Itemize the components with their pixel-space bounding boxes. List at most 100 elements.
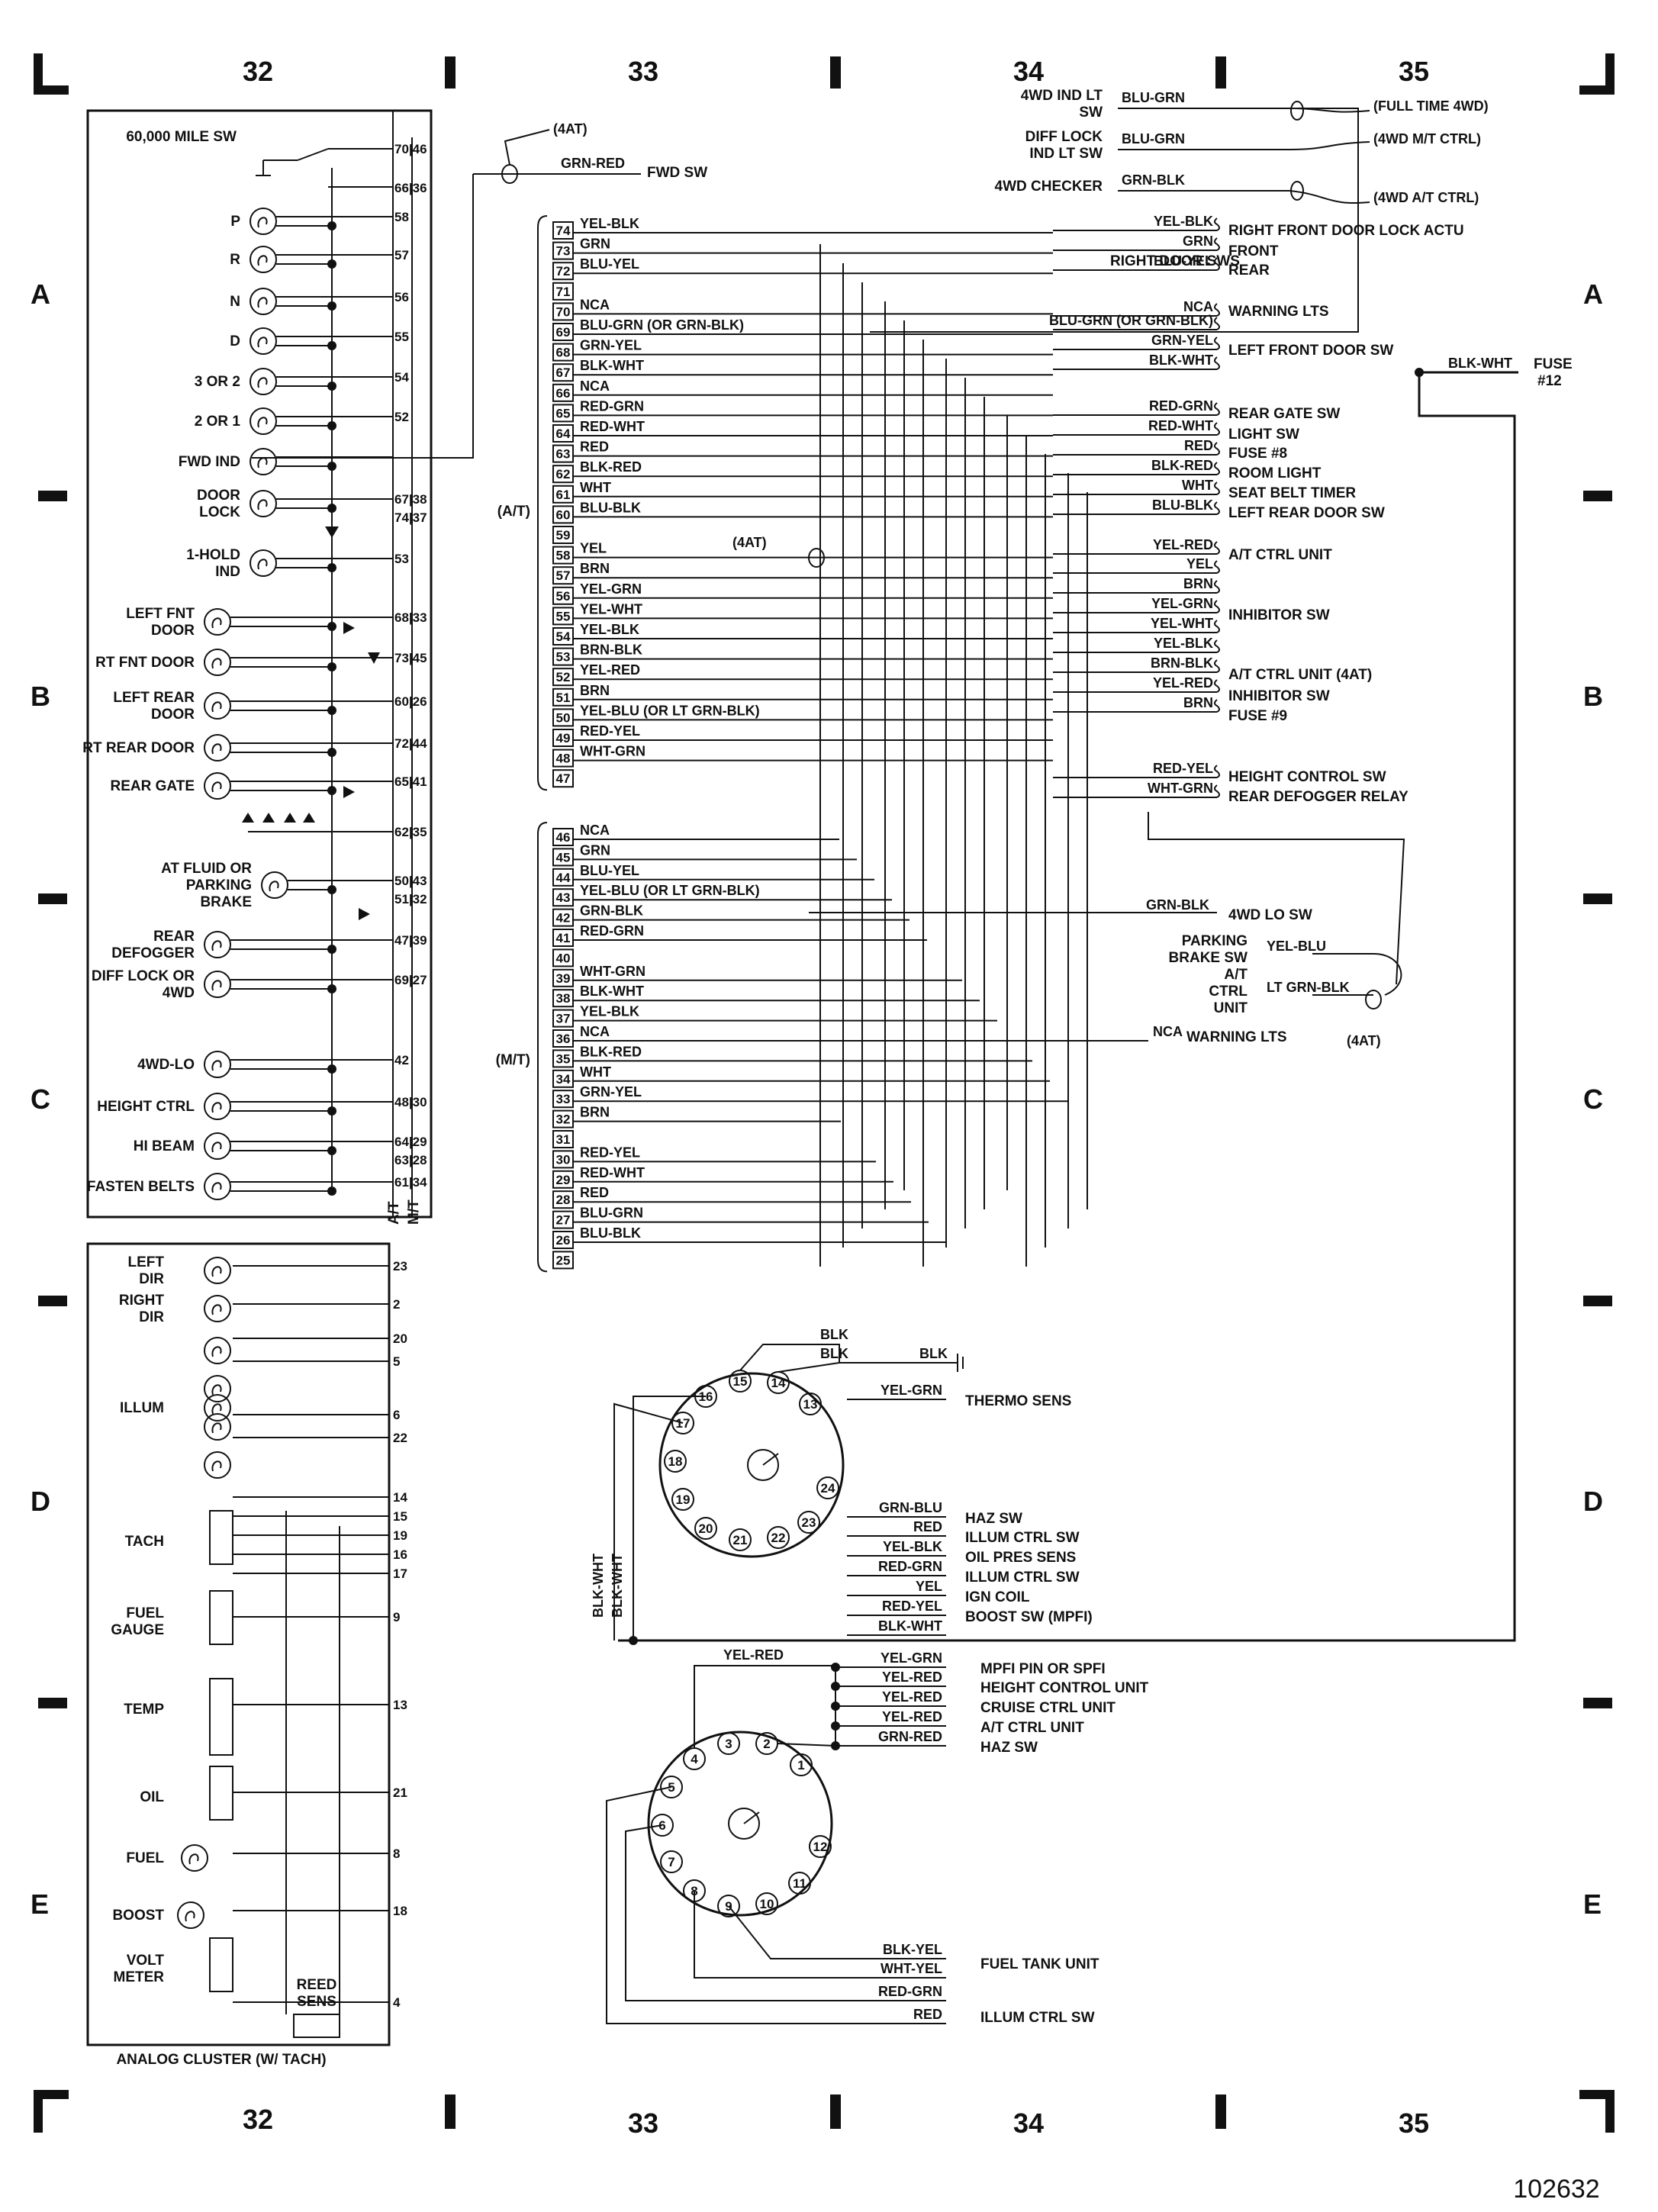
indicator-bulb-icon xyxy=(204,692,231,720)
cluster-pin: 50|43 xyxy=(394,874,427,888)
connector-a-label: ILLUM CTRL SW xyxy=(965,1530,1080,1546)
at_connector-bracket-label: (A/T) xyxy=(497,504,530,520)
junction-dot xyxy=(629,1636,638,1645)
wire-break xyxy=(1214,639,1220,653)
cluster-item-label: P xyxy=(230,214,240,230)
illum-bulb-icon-filament xyxy=(211,1422,222,1434)
connector-a-pin: 14 xyxy=(771,1376,786,1390)
right-at-label: FUSE #8 xyxy=(1228,446,1287,462)
mt-right-route xyxy=(1373,953,1402,996)
indicator-bulb-icon-filament xyxy=(211,658,222,669)
mt_connector-pin: 35 xyxy=(556,1051,571,1066)
at_connector-pin-box xyxy=(552,566,574,585)
indicator-bulb-icon-filament xyxy=(211,617,222,629)
connector-a-label: IGN COIL xyxy=(965,1589,1030,1605)
connector-b-pin: 4 xyxy=(691,1752,698,1766)
at_connector-wire-label: RED-GRN xyxy=(580,398,644,414)
at_connector-pin-box xyxy=(552,769,574,788)
cluster-pin: 68|33 xyxy=(394,610,427,625)
wire-break xyxy=(1214,257,1220,271)
wire-break xyxy=(1214,541,1220,555)
connector-a-pin: 20 xyxy=(699,1521,713,1536)
mt_connector-pin: 37 xyxy=(556,1012,571,1026)
mt-right-wire: NCA xyxy=(1153,1024,1183,1039)
indicator-bulb-icon xyxy=(250,407,277,435)
mt_connector-pin: 31 xyxy=(556,1132,571,1147)
connector-b-route xyxy=(728,1905,946,1959)
mt_connector-pin: 39 xyxy=(556,971,571,986)
at_connector-pin: 49 xyxy=(556,731,571,745)
right-at-wire: GRN xyxy=(1183,233,1213,249)
connector-a-wire: RED-YEL xyxy=(882,1599,942,1614)
connector-b-label: A/T CTRL UNIT xyxy=(980,1720,1084,1736)
connector-a-route xyxy=(613,1402,684,1640)
at_connector-pin-box xyxy=(552,465,574,484)
pin-circle xyxy=(788,1872,811,1895)
at_connector-pin-box xyxy=(552,687,574,707)
connector-a-vertical: BLK-WHT xyxy=(591,1554,606,1618)
pin-circle xyxy=(671,1488,694,1511)
cluster-item-label: RT FNT DOOR xyxy=(95,655,195,671)
pin-circle xyxy=(660,1850,683,1873)
at_connector-wire-label: GRN xyxy=(580,237,610,252)
at_connector-wire-label: RED-WHT xyxy=(580,419,645,434)
wire-break xyxy=(1214,600,1220,613)
connector-b-wire: BLK-YEL xyxy=(883,1942,942,1957)
indicator-bulb-icon-filament xyxy=(257,297,268,308)
connector-a-pin: 21 xyxy=(733,1533,748,1547)
mt_connector-pin: 25 xyxy=(556,1253,571,1267)
right-at-wire: BLK-WHT xyxy=(1149,353,1213,368)
cluster-item-label: HI BEAM xyxy=(134,1138,195,1154)
at_connector-pin: 54 xyxy=(556,629,571,644)
diode-icon xyxy=(359,908,370,920)
grid-col-34: 34 xyxy=(1013,56,1044,87)
right-at-wire: YEL-BLK xyxy=(1154,214,1213,229)
fwd-sw-wire: GRN-RED xyxy=(561,156,625,171)
grid-row-E: E xyxy=(31,1888,49,1920)
gnd-wire: BLK xyxy=(820,1327,848,1342)
connector-b-wire: WHT-YEL xyxy=(881,1961,942,1976)
cluster-bottom-pin: 17 xyxy=(393,1566,407,1581)
wire-break xyxy=(1214,501,1220,515)
at_connector-pin: 57 xyxy=(556,568,571,583)
mt_connector-wire-label: WHT xyxy=(580,1064,611,1080)
cluster-bottom-pin: 16 xyxy=(393,1547,407,1562)
connector-b-wire: RED-GRN xyxy=(878,1984,942,1999)
grid-row-E-right: E xyxy=(1583,1888,1602,1920)
gnd-wire: BLK xyxy=(820,1346,848,1361)
cluster-item-label-line: 4WD xyxy=(163,985,195,1001)
cluster-pin: 56 xyxy=(394,290,409,304)
at_connector-wire-label: BRN xyxy=(580,683,610,698)
connector-a-pin: 13 xyxy=(803,1397,818,1412)
mt-right-label: 4WD LO SW xyxy=(1228,907,1312,923)
connector-b-wire: YEL-GRN xyxy=(881,1650,942,1666)
mt-right-label-line: A/T xyxy=(1224,967,1248,983)
pin-circle xyxy=(664,1450,687,1473)
gnd-route xyxy=(777,1362,840,1373)
mt_connector-pin: 41 xyxy=(556,931,571,945)
indicator-bulb-icon xyxy=(250,368,277,395)
fuse12-label: FUSE#12 xyxy=(1534,356,1573,389)
indicator-bulb-icon-filament xyxy=(211,1266,222,1277)
grid-col-35: 35 xyxy=(1399,56,1429,87)
right-at-label: LIGHT SW xyxy=(1228,427,1299,443)
indicator-bulb-icon-filament xyxy=(257,499,268,510)
connector-a-label: THERMO SENS xyxy=(965,1393,1071,1409)
grid-row-A: A xyxy=(31,279,50,310)
wire-break xyxy=(1214,317,1220,330)
cluster-bottom-pin: 15 xyxy=(393,1509,407,1524)
mt_connector-pin-box xyxy=(552,1009,574,1028)
connector-b-label: MPFI PIN OR SPFI xyxy=(980,1661,1106,1677)
cluster-bottom-pin: 20 xyxy=(393,1331,407,1346)
mile-pin-b: 66|36 xyxy=(394,181,427,195)
at-4at-splice xyxy=(808,548,825,568)
indicator-bulb-icon xyxy=(204,931,231,958)
bus-dot xyxy=(327,1186,336,1196)
diode-icon xyxy=(242,813,254,823)
right-at-wire: YEL-RED xyxy=(1153,537,1213,552)
reed-sens-box xyxy=(293,2014,340,2038)
